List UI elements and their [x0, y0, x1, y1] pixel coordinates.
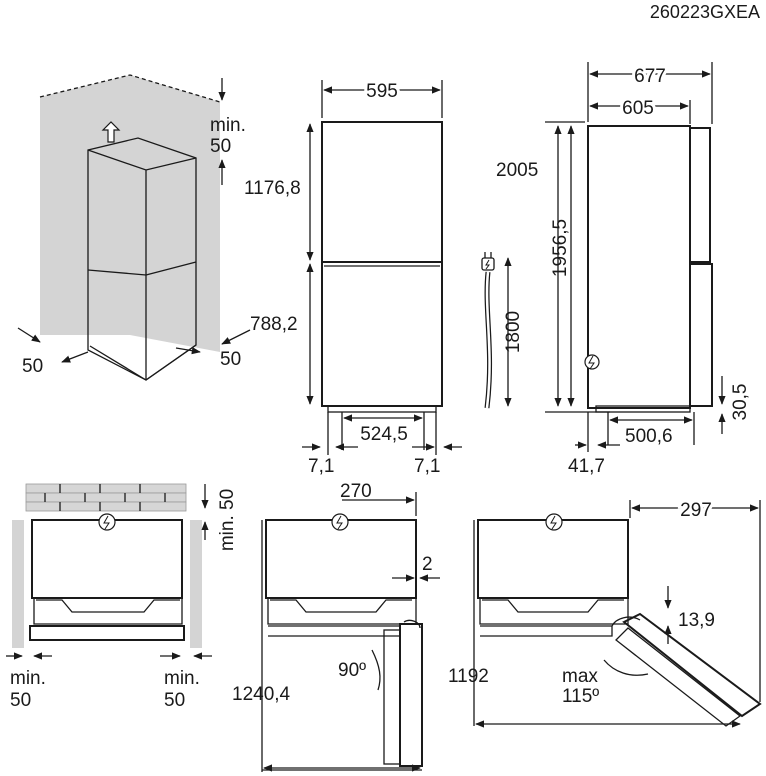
- topmax-angle: 115º: [562, 686, 599, 707]
- side-body: [587, 125, 691, 409]
- front-body: [321, 121, 443, 407]
- front-upper-height: 1176,8: [244, 178, 301, 199]
- iso-left-gap: 50: [22, 356, 43, 377]
- front-lower-height: 788,2: [250, 314, 298, 335]
- side-depth-total: 677: [634, 66, 666, 87]
- fridge-top-body-max: [477, 519, 629, 599]
- side-foot-offset: 41,7: [568, 456, 605, 477]
- top-view-clearance: min. 50 min. 50 min. 50: [6, 483, 238, 711]
- topmax-offset: 297: [680, 500, 712, 521]
- iso-right-gap: 50: [220, 349, 241, 370]
- right-wall: [130, 75, 220, 352]
- side-bottom-offset: 30,5: [730, 384, 751, 421]
- left-wall: [40, 75, 130, 335]
- left-wall: [12, 520, 24, 648]
- rear-brick-wall: [25, 483, 187, 512]
- top-min-left: 50: [10, 690, 31, 711]
- top90-angle: 90º: [338, 660, 366, 681]
- iso-min-label: min.: [210, 115, 246, 136]
- power-plug-icon: [481, 252, 495, 271]
- side-foot-depth: 500,6: [625, 426, 673, 447]
- topmax-max-label: max: [562, 666, 598, 687]
- open-door-90: [399, 623, 423, 767]
- fridge-top-body: [31, 519, 183, 599]
- top-min-rear: min. 50: [217, 489, 238, 551]
- power-symbol-icon: [584, 354, 600, 370]
- iso-top-gap: 50: [210, 136, 231, 157]
- power-symbol-icon: [331, 513, 349, 531]
- power-symbol-icon: [98, 513, 116, 531]
- open-door-115: [622, 612, 762, 718]
- iso-view: min. 50 50 50: [17, 74, 251, 381]
- side-height-total: 2005: [496, 160, 538, 181]
- top90-total-width: 1240,4: [232, 684, 291, 705]
- side-height-body: 1956,5: [550, 219, 571, 277]
- top-view-max: 297 13,9 max 115º 1192: [448, 497, 762, 728]
- top90-gap: 2: [422, 554, 433, 575]
- air-flow-arrow-icon: [101, 121, 121, 143]
- front-left-offset: 7,1: [308, 456, 334, 477]
- side-depth-body: 605: [622, 98, 654, 119]
- front-view: 595 1176,8 788,2 524,5 7,1 7,1: [244, 78, 462, 477]
- top-min-right-label: min.: [164, 668, 200, 689]
- document-code: 260223GXEA: [650, 2, 760, 22]
- top-min-right: 50: [164, 690, 185, 711]
- top-min-left-label: min.: [10, 668, 46, 689]
- front-inner-width: 524,5: [360, 424, 408, 445]
- front-right-offset: 7,1: [414, 456, 440, 477]
- right-wall: [190, 520, 202, 648]
- cable-length: 1800: [503, 311, 524, 353]
- topmax-total-width: 1192: [448, 666, 489, 687]
- side-view: 677 605 2005 1956,5 500,6 41,7 30,5: [496, 62, 751, 477]
- front-width: 595: [366, 81, 398, 102]
- topmax-hinge: 13,9: [678, 610, 715, 631]
- power-symbol-icon: [545, 513, 563, 531]
- top-view-90: 270 2 90º 1240,4: [232, 481, 440, 772]
- fridge-top-body-90: [265, 519, 417, 599]
- top90-door-depth: 270: [340, 481, 372, 502]
- power-cable: 1800: [481, 252, 524, 409]
